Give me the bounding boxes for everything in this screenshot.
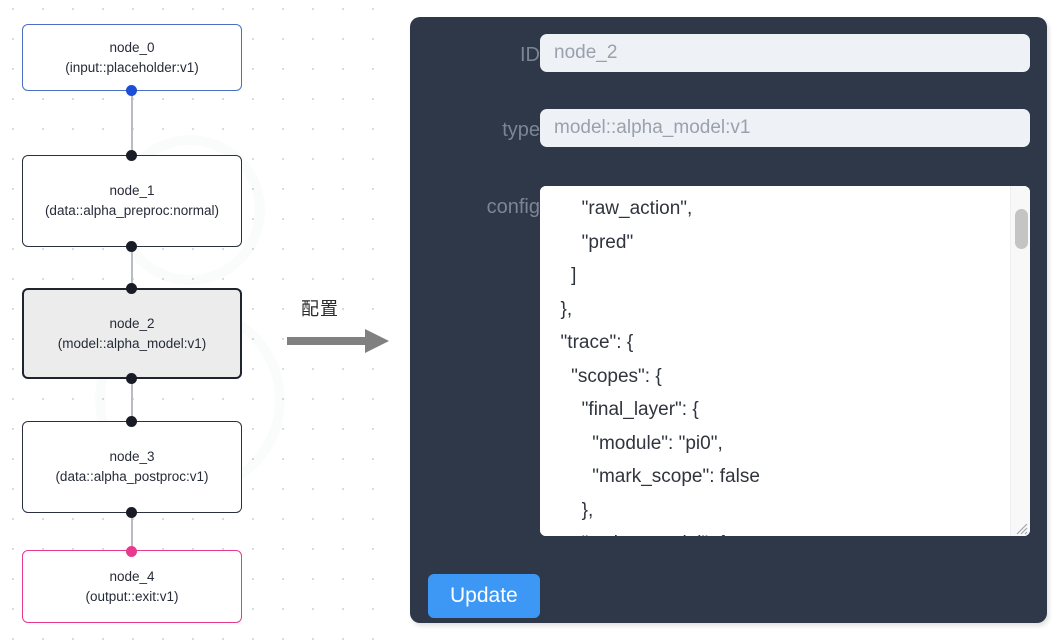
annotation-arrow-group: 配置 <box>287 295 395 357</box>
update-button[interactable]: Update <box>428 574 540 618</box>
node-subtitle: (model::alpha_model:v1) <box>57 335 207 351</box>
edge-node1-node2[interactable] <box>131 245 133 290</box>
node-handle-target-node_2[interactable] <box>126 283 137 294</box>
config-scrollbar[interactable] <box>1010 186 1030 536</box>
node-handle-source-node_3[interactable] <box>126 507 137 518</box>
config-textarea-wrapper: "raw_action", "pred" ] }, "trace": { "sc… <box>540 186 1030 536</box>
edge-node0-node1[interactable] <box>131 89 133 157</box>
config-textarea[interactable]: "raw_action", "pred" ] }, "trace": { "sc… <box>540 186 1010 536</box>
node-handle-target-node_3[interactable] <box>126 416 137 427</box>
node-handle-source-node_2[interactable] <box>126 373 137 384</box>
id-field-label: ID <box>520 44 540 66</box>
arrow-right-icon <box>287 329 389 353</box>
graph-node-node_4[interactable]: node_4 (output::exit:v1) <box>22 550 242 623</box>
node-subtitle: (input::placeholder:v1) <box>65 59 199 75</box>
node-handle-source-node_1[interactable] <box>126 241 137 252</box>
node-subtitle: (output::exit:v1) <box>85 588 179 604</box>
node-subtitle: (data::alpha_preproc:normal) <box>44 203 220 218</box>
graph-node-node_3[interactable]: node_3 (data::alpha_postproc:v1) <box>22 421 242 513</box>
graph-node-node_0[interactable]: node_0 (input::placeholder:v1) <box>22 24 242 91</box>
graph-canvas[interactable]: node_0 (input::placeholder:v1) node_1 (d… <box>0 0 400 643</box>
edge-node2-node3[interactable] <box>131 377 133 423</box>
id-input[interactable] <box>540 34 1030 72</box>
node-handle-target-node_1[interactable] <box>126 150 137 161</box>
field-row-type: type <box>428 109 1030 147</box>
node-title: node_0 <box>109 39 155 55</box>
type-field-label: type <box>502 119 540 141</box>
config-scrollbar-thumb[interactable] <box>1015 209 1028 249</box>
graph-node-node_1[interactable]: node_1 (data::alpha_preproc:normal) <box>22 155 242 247</box>
graph-node-node_2[interactable]: node_2 (model::alpha_model:v1) <box>22 288 242 379</box>
node-title: node_1 <box>109 183 155 198</box>
field-row-id: ID <box>428 34 1030 72</box>
node-config-panel: ID type config "raw_action", "pred" ] },… <box>410 17 1047 623</box>
node-handle-source-node_0[interactable] <box>126 85 137 96</box>
node-handle-target-node_4[interactable] <box>126 546 137 557</box>
type-input[interactable] <box>540 109 1030 147</box>
field-row-config: config "raw_action", "pred" ] }, "trace"… <box>428 186 1030 536</box>
config-field-label: config <box>486 196 540 218</box>
edge-node3-node4[interactable] <box>131 511 133 552</box>
node-title: node_4 <box>109 568 155 584</box>
node-title: node_3 <box>109 449 155 464</box>
node-title: node_2 <box>109 315 155 331</box>
node-subtitle: (data::alpha_postproc:v1) <box>55 469 209 484</box>
annotation-caption: 配置 <box>301 299 339 320</box>
